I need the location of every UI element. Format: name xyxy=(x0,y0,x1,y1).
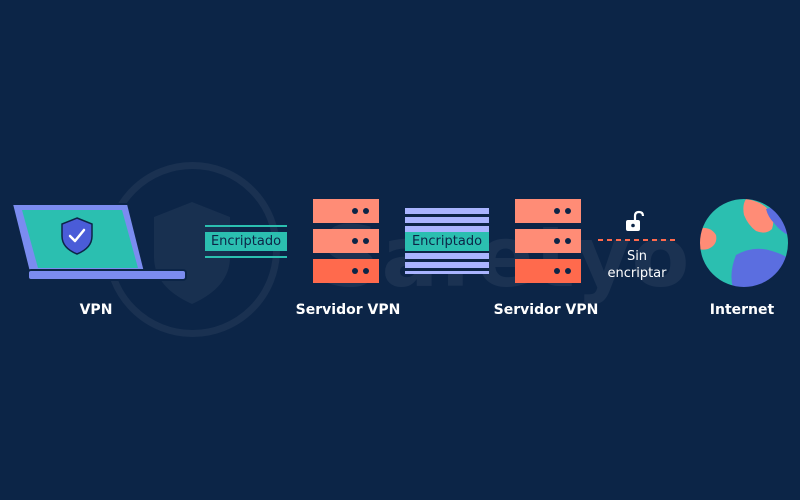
encrypted-label-2: Encriptado xyxy=(411,234,483,249)
encrypted-tunnel-2: Encriptado xyxy=(405,208,489,274)
tunnel-line-top xyxy=(205,225,287,227)
server-label-1: Servidor VPN xyxy=(295,302,401,318)
tunnel-band xyxy=(405,232,489,251)
server-icon-1 xyxy=(313,199,379,283)
encrypted-tunnel-1: Encriptado xyxy=(205,225,287,258)
globe-icon xyxy=(698,197,790,289)
shield-check-icon xyxy=(61,217,93,255)
unencrypted-label-line1: Sin xyxy=(626,249,648,264)
unencrypted-label: Sin encriptar xyxy=(607,248,666,282)
laptop-icon xyxy=(10,203,187,281)
unlocked-padlock-icon xyxy=(626,210,645,231)
tunnel-line-bottom xyxy=(205,256,287,258)
server-label-2: Servidor VPN xyxy=(493,302,599,318)
internet-label: Internet xyxy=(709,302,775,318)
unencrypted-label-line2: encriptar xyxy=(607,266,667,281)
unencrypted-dashed-line xyxy=(598,239,678,241)
tunnel-band xyxy=(205,232,287,251)
vpn-label: VPN xyxy=(79,302,113,318)
server-icon-2 xyxy=(515,199,581,283)
encrypted-label-1: Encriptado xyxy=(210,234,282,249)
